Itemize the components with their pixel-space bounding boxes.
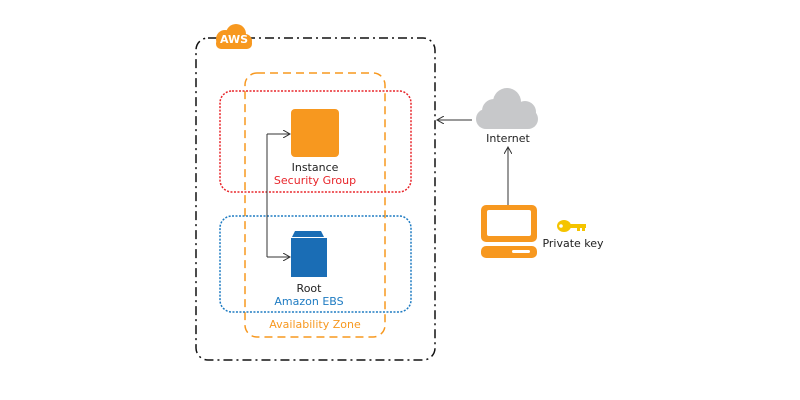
ebs-type-label: Amazon EBS	[274, 295, 344, 308]
instance-label: Instance	[291, 161, 339, 174]
ebs-group-boundary	[219, 215, 412, 313]
key-icon	[557, 220, 586, 232]
availability-zone-boundary	[244, 72, 386, 338]
internet-label: Internet	[486, 132, 530, 145]
aws-cloud-boundary	[195, 37, 436, 361]
availability-zone-label: Availability Zone	[269, 318, 361, 331]
aws-cloud-icon	[216, 24, 252, 49]
ebs-root-label: Root	[296, 282, 322, 295]
instance-icon[interactable]	[291, 109, 339, 157]
private-key-label: Private key	[542, 237, 604, 250]
internet-cloud-icon	[476, 88, 538, 129]
security-group-label: Security Group	[273, 174, 357, 187]
security-group-boundary	[219, 90, 412, 193]
aws-badge-label: AWS	[219, 33, 249, 46]
ebs-volume-icon[interactable]	[291, 231, 327, 277]
computer-icon	[481, 205, 537, 258]
